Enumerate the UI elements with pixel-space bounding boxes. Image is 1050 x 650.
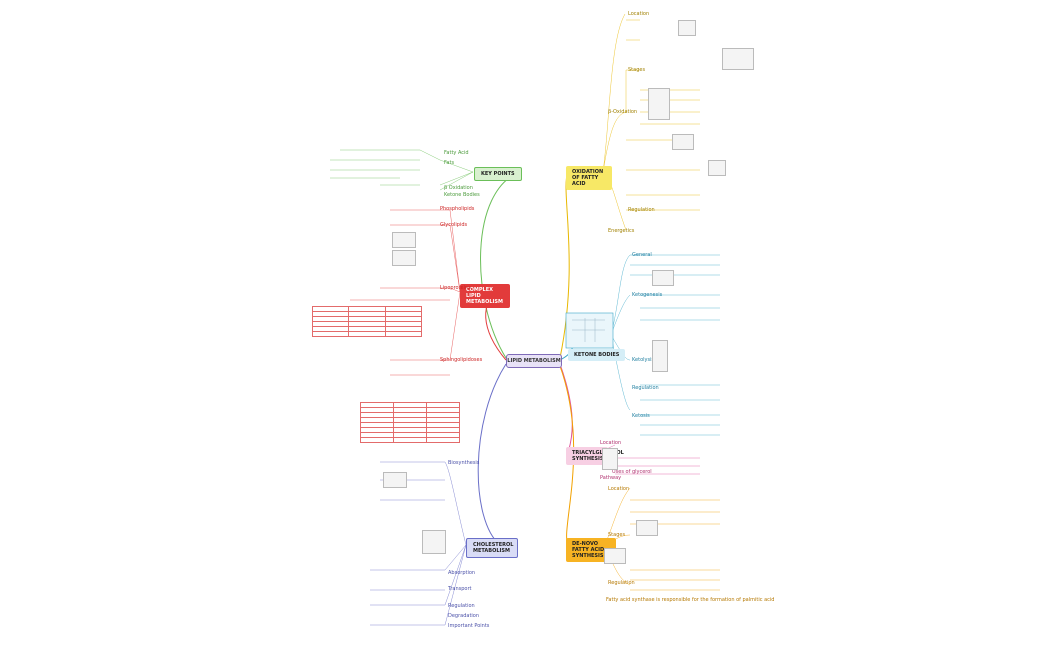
oxidation-diagram-1 <box>678 20 696 36</box>
root-node[interactable]: LIPID METABOLISM <box>506 354 562 368</box>
sphingolipidoses-table <box>360 402 460 443</box>
ketone-ketosis[interactable]: Ketosis <box>632 413 650 419</box>
tag-pathway[interactable]: Pathway <box>600 475 622 481</box>
oxidation-diagram-3 <box>648 88 670 120</box>
branch-ketone[interactable]: KETONE BODIES <box>568 349 626 361</box>
ketone-ketogenesis[interactable]: Ketogenesis <box>632 292 663 298</box>
lipoprotein-diagram <box>392 250 416 266</box>
cholesterol-diagram-2 <box>422 530 446 554</box>
ketogenesis-diagram <box>652 270 674 286</box>
key-points-fats[interactable]: Fats <box>444 160 455 166</box>
tag-location[interactable]: Location <box>600 440 622 446</box>
denovo-diagram-1 <box>636 520 658 536</box>
branch-complex-lipid[interactable]: COMPLEX LIPID METABOLISM <box>460 284 510 308</box>
ketone-general[interactable]: General <box>632 252 652 258</box>
key-points-ketone-bodies[interactable]: Ketone Bodies <box>444 192 480 198</box>
oxidation-beta[interactable]: β-Oxidation <box>608 109 638 115</box>
connector-cholesterol <box>477 363 507 546</box>
ketone-regulation[interactable]: Regulation <box>632 385 659 391</box>
ketone-bodies-image <box>565 312 614 349</box>
oxidation-diagram-5 <box>708 160 726 176</box>
tag-diagram <box>602 448 618 470</box>
tag-uses-of-glycerol[interactable]: Uses of glycerol <box>612 469 652 475</box>
complex-sphingolipidoses[interactable]: Sphingolipidoses <box>440 357 483 363</box>
cholesterol-degradation[interactable]: Degradation <box>448 613 480 619</box>
ketolysis-diagram <box>652 340 668 372</box>
oxidation-stages[interactable]: Stages <box>628 67 646 73</box>
oxidation-diagram-2 <box>722 48 754 70</box>
denovo-diagram-2 <box>604 548 626 564</box>
detail-branches-left <box>330 149 474 626</box>
denovo-regulation[interactable]: Regulation <box>608 580 635 586</box>
branch-key-points[interactable]: KEY POINTS <box>474 167 522 181</box>
oxidation-regulation[interactable]: Regulation <box>628 207 655 213</box>
cholesterol-biosynthesis[interactable]: Biosynthesis <box>448 460 480 466</box>
cholesterol-regulation[interactable]: Regulation <box>448 603 475 609</box>
root-connectors <box>477 171 575 546</box>
cholesterol-diagram-1 <box>383 472 407 488</box>
denovo-location[interactable]: Location <box>608 486 630 492</box>
complex-lipoproteins[interactable]: Lipoproteins <box>440 285 471 291</box>
denovo-stages[interactable]: Stages <box>608 532 626 538</box>
detail-branches-right <box>597 13 720 591</box>
ketone-ketolysis[interactable]: Ketolysis <box>632 357 655 363</box>
cholesterol-important-points[interactable]: Important Points <box>448 623 490 629</box>
oxidation-location[interactable]: Location <box>628 11 650 17</box>
cholesterol-transport[interactable]: Transport <box>448 586 472 592</box>
branch-cholesterol[interactable]: CHOLESTEROL METABOLISM <box>466 538 518 558</box>
complex-glycolipids[interactable]: Glycolipids <box>440 222 468 228</box>
cholesterol-absorption[interactable]: Absorption <box>448 570 476 576</box>
key-points-fatty-acid[interactable]: Fatty Acid <box>444 150 469 156</box>
branch-oxidation[interactable]: OXIDATION OF FATTY ACID <box>566 166 612 190</box>
complex-phospholipids[interactable]: Phospholipids <box>440 206 475 212</box>
oxidation-energetics[interactable]: Energetics <box>608 228 635 234</box>
connector-denovo <box>559 365 575 546</box>
branch-triacylglycerol[interactable]: TRIACYLGLYCEROL SYNTHESIS <box>566 447 624 465</box>
glycolipid-diagram <box>392 232 416 248</box>
connector-key-points <box>480 171 521 359</box>
denovo-footer-note: Fatty acid synthase is responsible for t… <box>606 597 775 603</box>
lipoprotein-table <box>311 306 423 337</box>
key-points-beta-oxidation[interactable]: β Oxidation <box>444 185 473 191</box>
oxidation-diagram-4 <box>672 134 694 150</box>
